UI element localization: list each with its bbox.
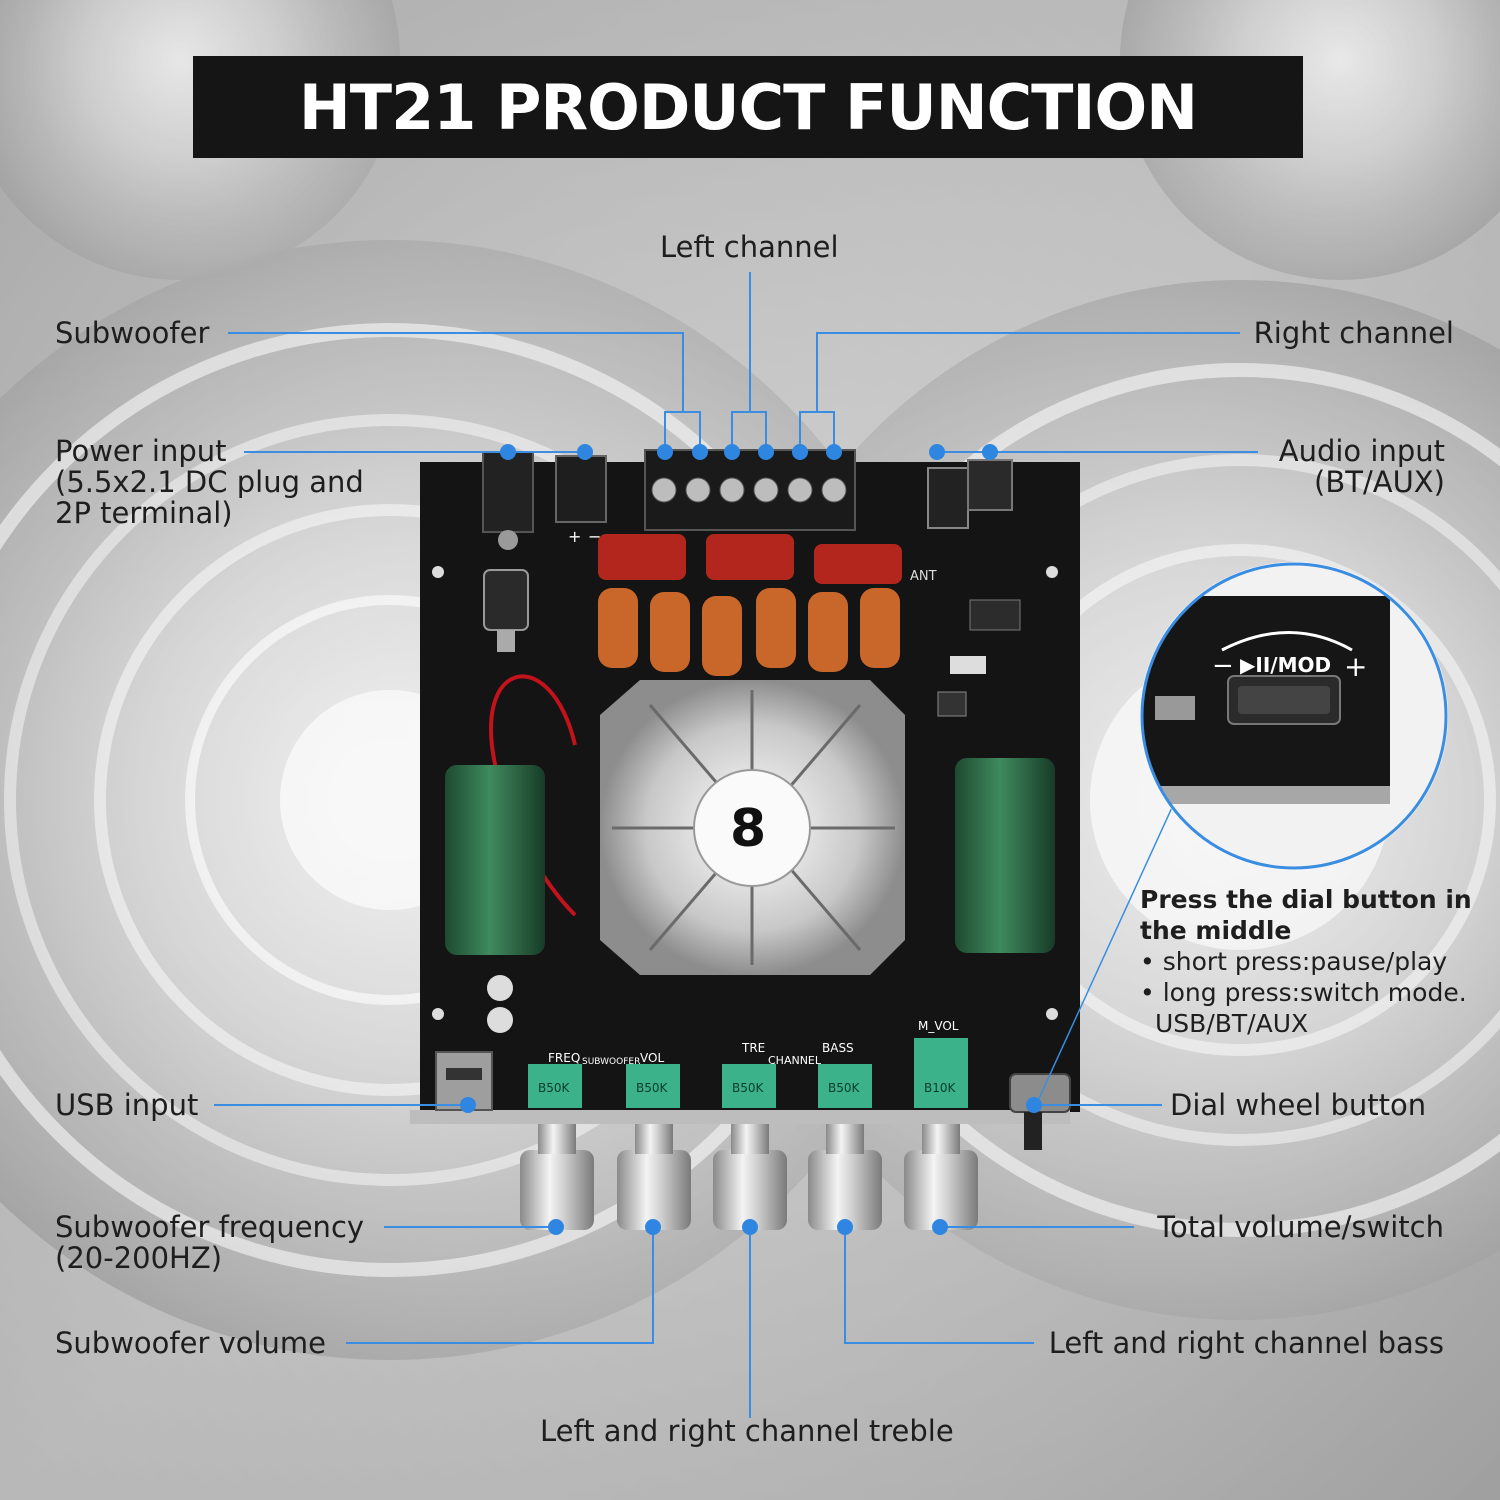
sub-freq-line-1: Subwoofer frequency — [55, 1210, 365, 1244]
power-input-label: Power input (5.5x2.1 DC plug and 2P term… — [55, 436, 364, 529]
dc-jack — [482, 451, 534, 550]
title-banner: HT21 PRODUCT FUNCTION — [193, 56, 1303, 158]
svg-text:+: + — [1344, 650, 1367, 683]
svg-text:FREQ: FREQ — [548, 1051, 580, 1065]
svg-text:+: + — [568, 527, 581, 546]
speaker-terminal-block — [644, 449, 856, 531]
audio-input-label: Audio input (BT/AUX) — [1279, 436, 1445, 498]
subwoofer-frequency-label: Subwoofer frequency (20-200HZ) — [55, 1212, 364, 1274]
svg-text:BASS: BASS — [822, 1041, 854, 1055]
svg-text:B50K: B50K — [828, 1081, 861, 1095]
usb-input-label: USB input — [55, 1088, 199, 1122]
zoom-inset: − ▶II/MOD + — [1140, 562, 1448, 870]
dial-button-note: Press the dial button in the middle • sh… — [1140, 884, 1480, 1039]
svg-text:CHANNEL: CHANNEL — [768, 1054, 822, 1067]
svg-text:B50K: B50K — [732, 1081, 765, 1095]
subwoofer-label: Subwoofer — [55, 316, 210, 350]
dial-note-heading-1: Press the dial button in — [1140, 885, 1472, 914]
power-input-line-2: (5.5x2.1 DC plug and — [55, 465, 364, 499]
svg-text:8: 8 — [730, 799, 766, 859]
dial-note-item-1: • short press:pause/play — [1140, 947, 1448, 976]
svg-text:−: − — [1212, 651, 1234, 681]
svg-text:TRE: TRE — [741, 1041, 765, 1055]
svg-text:B50K: B50K — [538, 1081, 571, 1095]
usb-port — [435, 1051, 493, 1111]
dial-wheel-button-label: Dial wheel button — [1170, 1088, 1427, 1122]
svg-text:▶II/MOD: ▶II/MOD — [1240, 653, 1331, 677]
power-input-line-3: 2P terminal) — [55, 496, 233, 530]
inductors — [598, 588, 900, 676]
dial-note-item-2: • long press:switch mode. — [1140, 978, 1467, 1007]
page-title: HT21 PRODUCT FUNCTION — [298, 70, 1198, 144]
sub-freq-line-2: (20-200HZ) — [55, 1241, 223, 1275]
svg-text:B10K: B10K — [924, 1081, 957, 1095]
svg-text:M_VOL: M_VOL — [918, 1019, 959, 1033]
power-terminal: + − — [555, 455, 607, 546]
subwoofer-volume-label: Subwoofer volume — [55, 1326, 327, 1360]
film-capacitors — [598, 534, 902, 584]
power-input-line-1: Power input — [55, 434, 227, 468]
diode — [483, 569, 529, 652]
knobs — [520, 1124, 978, 1230]
heatsink: 8 — [600, 680, 905, 975]
lr-bass-label: Left and right channel bass — [1048, 1326, 1444, 1360]
lr-treble-label: Left and right channel treble — [540, 1414, 954, 1448]
audio-input-line-2: (BT/AUX) — [1314, 465, 1445, 499]
dial-note-item-3: USB/BT/AUX — [1155, 1009, 1309, 1038]
potentiometers: FREQ SUBWOOFER VOL TRE CHANNEL BASS M_VO… — [528, 1019, 968, 1108]
right-channel-label: Right channel — [1253, 316, 1454, 350]
audio-input-line-1: Audio input — [1278, 434, 1445, 468]
callout-dots — [460, 444, 1042, 1235]
bluetooth-module: ANT — [910, 459, 1021, 717]
svg-text:VOL: VOL — [640, 1051, 664, 1065]
total-volume-label: Total volume/switch — [1157, 1210, 1444, 1244]
dial-note-heading-2: the middle — [1140, 916, 1292, 945]
svg-text:SUBWOOFER: SUBWOOFER — [582, 1057, 640, 1067]
dial-wheel — [1009, 1073, 1071, 1150]
electrolytic-capacitors — [445, 758, 1055, 1033]
svg-text:B50K: B50K — [636, 1081, 669, 1095]
svg-text:ANT: ANT — [910, 569, 937, 584]
left-channel-label: Left channel — [660, 230, 839, 264]
